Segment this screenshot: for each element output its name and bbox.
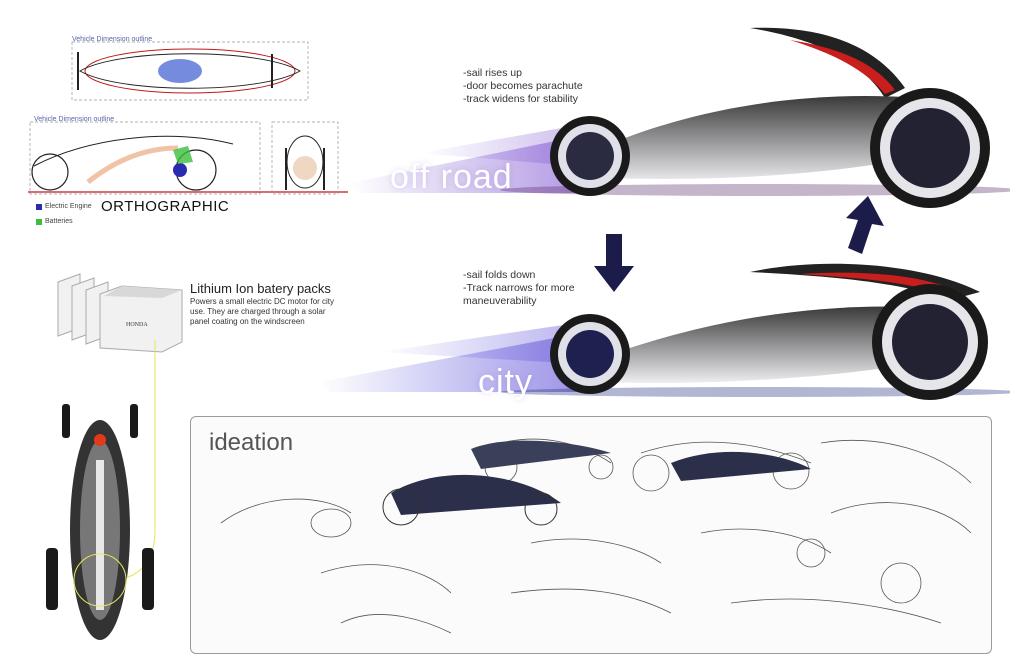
offroad-note: -door becomes parachute bbox=[463, 80, 583, 92]
offroad-notes: -sail rises up -door becomes parachute -… bbox=[463, 67, 583, 106]
city-label: city bbox=[478, 363, 533, 401]
legend-label: Batteries bbox=[45, 218, 73, 225]
city-car-render bbox=[320, 263, 1010, 400]
top-view-car-render bbox=[46, 404, 154, 640]
top-view-caption: Vehicle Dimension outline bbox=[72, 36, 153, 43]
ideation-panel: ideation bbox=[190, 416, 992, 654]
city-note: maneuverability bbox=[463, 295, 537, 307]
batteries-swatch bbox=[36, 218, 42, 225]
legend-label: Electric Engine bbox=[45, 203, 92, 210]
city-note: -sail folds down bbox=[463, 269, 536, 281]
city-note: -Track narrows for more bbox=[463, 282, 575, 294]
offroad-note: -track widens for stability bbox=[463, 93, 578, 105]
orthographic-title: ORTHOGRAPHIC bbox=[101, 198, 230, 215]
battery-title: Lithium Ion batery packs bbox=[190, 281, 331, 296]
battery-description: Powers a small electric DC motor for cit… bbox=[190, 297, 335, 326]
top-view-drawing bbox=[71, 41, 309, 101]
battery-brand: HONDA bbox=[126, 322, 148, 328]
offroad-car-render bbox=[350, 27, 1010, 208]
electric-engine-swatch bbox=[36, 203, 42, 210]
arrow-up-right-icon bbox=[846, 196, 884, 254]
ideation-title: ideation bbox=[209, 429, 294, 456]
side-view-caption: Vehicle Dimension outline bbox=[34, 116, 115, 123]
offroad-label: off road bbox=[390, 158, 513, 196]
arrow-down-icon bbox=[594, 234, 634, 292]
offroad-note: -sail rises up bbox=[463, 67, 522, 79]
ideation-sketches bbox=[220, 438, 972, 634]
side-view-drawing bbox=[28, 121, 348, 195]
legend-batteries: Batteries bbox=[36, 218, 73, 225]
city-notes: -sail folds down -Track narrows for more… bbox=[463, 269, 575, 308]
legend-electric-engine: Electric Engine bbox=[36, 203, 92, 210]
battery-packs-render: HONDA bbox=[57, 273, 183, 353]
